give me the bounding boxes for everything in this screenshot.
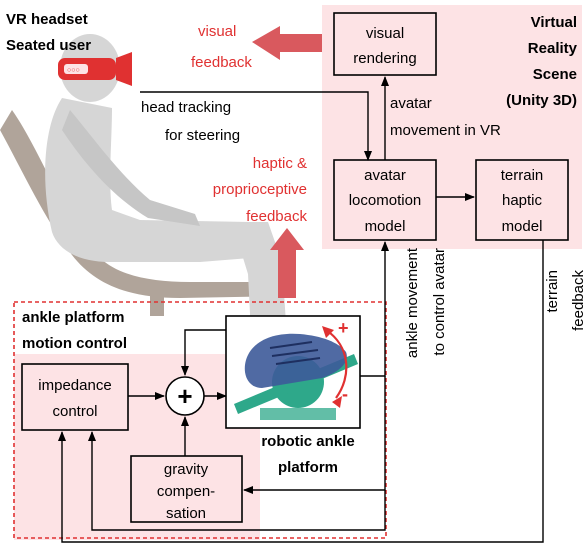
visual-rendering-label-1: visual bbox=[366, 25, 404, 42]
haptic-feedback-label-3: feedback bbox=[246, 208, 307, 225]
vr-scene-label-3: Scene bbox=[533, 66, 577, 83]
terrain-feedback-label-2: feedback bbox=[570, 270, 587, 331]
ankle-control-region bbox=[14, 354, 260, 540]
arm bbox=[62, 110, 200, 226]
gravity-label-1: gravity bbox=[164, 461, 209, 478]
terrain-haptic-label-2: haptic bbox=[502, 192, 543, 209]
headset-lens bbox=[64, 64, 88, 74]
terrain-feedback-label-1: terrain bbox=[544, 270, 561, 313]
ankle-movement-label-2: to control avatar bbox=[431, 248, 448, 356]
avatar-movement-label-2: movement in VR bbox=[390, 122, 501, 139]
robotic-platform-label-1: robotic ankle bbox=[261, 433, 354, 450]
rotation-arrow-icon bbox=[325, 329, 348, 399]
avatar-locomotion-label-2: locomotion bbox=[349, 192, 422, 209]
haptic-feedback-label-1: haptic & bbox=[253, 155, 307, 172]
platform-to-sum-arrow bbox=[181, 329, 226, 376]
robotic-platform-illustration bbox=[234, 326, 358, 420]
summing-junction-symbol: + bbox=[177, 381, 192, 411]
seated-user-label: Seated user bbox=[6, 37, 91, 54]
haptic-feedback-arrow bbox=[270, 228, 304, 298]
terrain-haptic-label-1: terrain bbox=[501, 167, 544, 184]
terrain-haptic-box bbox=[475, 159, 569, 241]
vr-scene-label-1: Virtual bbox=[531, 14, 577, 31]
visual-feedback-label-2: feedback bbox=[191, 54, 252, 71]
ankle-control-label-2: motion control bbox=[22, 335, 127, 352]
terrain-haptic-label-3: model bbox=[502, 218, 543, 235]
vr-scene-label-2: Reality bbox=[528, 40, 578, 57]
rotation-arrow-head-top bbox=[322, 326, 334, 338]
shoe-laces bbox=[269, 341, 321, 365]
ankle-to-impedance-arrow bbox=[88, 431, 386, 531]
terrain-to-impedance-arrow bbox=[58, 240, 544, 543]
head-tracking-label-1: head tracking bbox=[141, 99, 231, 116]
platform-base bbox=[260, 408, 336, 420]
head-tracking-arrow bbox=[140, 91, 372, 161]
visual-rendering-box bbox=[333, 12, 437, 76]
torso bbox=[45, 98, 250, 262]
impedance-control-box bbox=[21, 363, 129, 431]
visual-feedback-label-1: visual bbox=[198, 23, 236, 40]
headset-visor bbox=[116, 52, 132, 86]
ankle-control-dashed-border bbox=[13, 301, 387, 539]
visual-rendering-label-2: rendering bbox=[353, 50, 416, 67]
avatar-movement-label-1: avatar bbox=[390, 95, 432, 112]
rotation-arrow-head-bottom bbox=[332, 396, 342, 408]
impedance-control-label-1: impedance bbox=[38, 377, 111, 394]
avatar-locomotion-label-1: avatar bbox=[364, 167, 406, 184]
impedance-control-label-2: control bbox=[52, 403, 97, 420]
head-tracking-label-2: for steering bbox=[165, 127, 240, 144]
ankle-movement-label-1: ankle movement bbox=[404, 247, 421, 358]
vr-scene-label-4: (Unity 3D) bbox=[506, 92, 577, 109]
ankle-control-label-1: ankle platform bbox=[22, 309, 125, 326]
chair-leg bbox=[150, 294, 164, 316]
robotic-platform-label-2: platform bbox=[278, 459, 338, 476]
rotation-minus-label: - bbox=[342, 384, 348, 404]
gravity-label-3: sation bbox=[166, 505, 206, 522]
gravity-label-2: compen- bbox=[157, 483, 215, 500]
platform-to-locomotion-arrow bbox=[360, 241, 389, 377]
avatar-locomotion-box bbox=[333, 159, 437, 241]
vr-scene-region bbox=[322, 5, 582, 249]
rotation-plus-label: + bbox=[338, 318, 349, 338]
vr-headset-label: VR headset bbox=[6, 11, 88, 28]
haptic-feedback-label-2: proprioceptive bbox=[213, 181, 307, 198]
svg-text:○○○: ○○○ bbox=[67, 67, 80, 74]
gravity-compensation-box bbox=[130, 455, 243, 523]
avatar-locomotion-label-3: model bbox=[365, 218, 406, 235]
visual-feedback-arrow bbox=[252, 26, 322, 60]
